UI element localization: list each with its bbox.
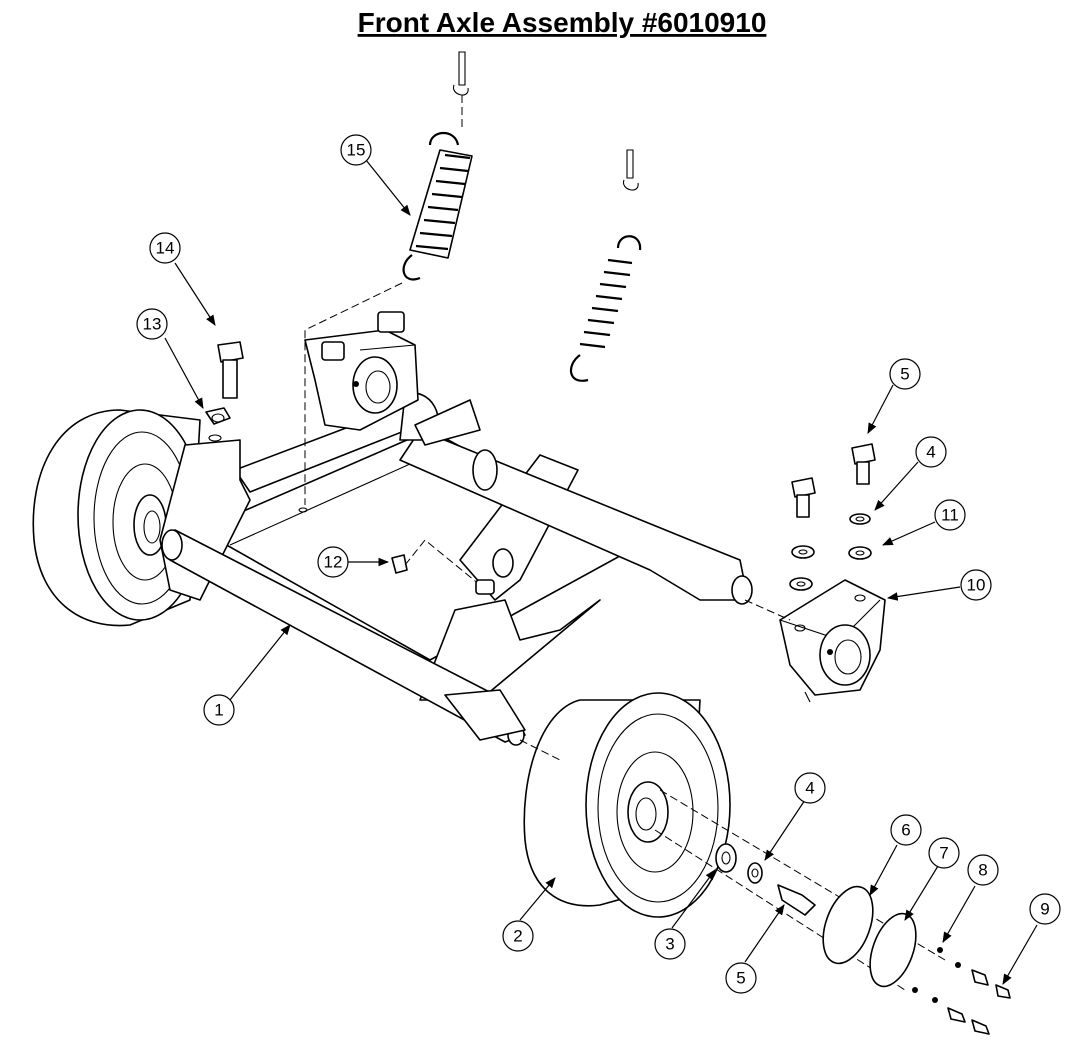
callout-8: 8	[967, 854, 999, 886]
svg-text:8: 8	[978, 861, 987, 880]
svg-text:5: 5	[736, 969, 745, 988]
callout-13: 13	[136, 308, 168, 340]
front-wheel	[523, 692, 731, 918]
svg-text:9: 9	[1040, 900, 1049, 919]
callout-5-top: 5	[889, 358, 921, 390]
grease-fitting	[391, 539, 495, 595]
axle-alignment-line	[744, 599, 791, 621]
leader-lines	[164, 159, 1038, 985]
svg-text:5: 5	[900, 365, 909, 384]
spring-left	[402, 51, 473, 281]
svg-text:11: 11	[941, 506, 959, 525]
callout-12: 12	[317, 546, 349, 578]
axle-frame	[159, 392, 753, 746]
spring-right	[570, 149, 642, 382]
bolt-and-nut	[205, 341, 244, 425]
callout-7: 7	[928, 837, 960, 869]
callout-9: 9	[1029, 893, 1061, 925]
callout-1: 1	[203, 694, 235, 726]
callouts: 15 14 13 5 4 11 10 12 1 4 6 7 8 9 2 3 5	[136, 134, 1061, 994]
rear-pillow-block	[304, 311, 419, 431]
callout-4-bottom: 4	[794, 772, 826, 804]
callout-10: 10	[960, 569, 992, 601]
svg-text:7: 7	[939, 844, 948, 863]
front-wheel-hardware	[654, 789, 1011, 1035]
diagram-title: Front Axle Assembly #6010910	[358, 7, 767, 38]
pillow-block-hardware	[789, 443, 876, 591]
callout-15: 15	[340, 134, 372, 166]
callout-14: 14	[149, 232, 181, 264]
callout-2: 2	[502, 920, 534, 952]
svg-text:14: 14	[156, 239, 175, 258]
callout-3: 3	[654, 928, 686, 960]
callout-5-bottom: 5	[725, 962, 757, 994]
svg-text:10: 10	[967, 576, 986, 595]
svg-text:6: 6	[901, 821, 910, 840]
svg-text:15: 15	[347, 141, 366, 160]
callout-6: 6	[890, 814, 922, 846]
callout-11: 11	[934, 499, 966, 531]
wheel-alignment-line	[519, 739, 561, 761]
svg-text:2: 2	[513, 927, 522, 946]
callout-4-top: 4	[915, 436, 947, 468]
svg-text:4: 4	[805, 779, 814, 798]
svg-text:3: 3	[665, 935, 674, 954]
svg-text:13: 13	[143, 315, 162, 334]
right-pillow-block	[779, 579, 886, 703]
svg-text:4: 4	[926, 443, 935, 462]
svg-text:12: 12	[324, 553, 343, 572]
svg-text:1: 1	[214, 701, 223, 720]
